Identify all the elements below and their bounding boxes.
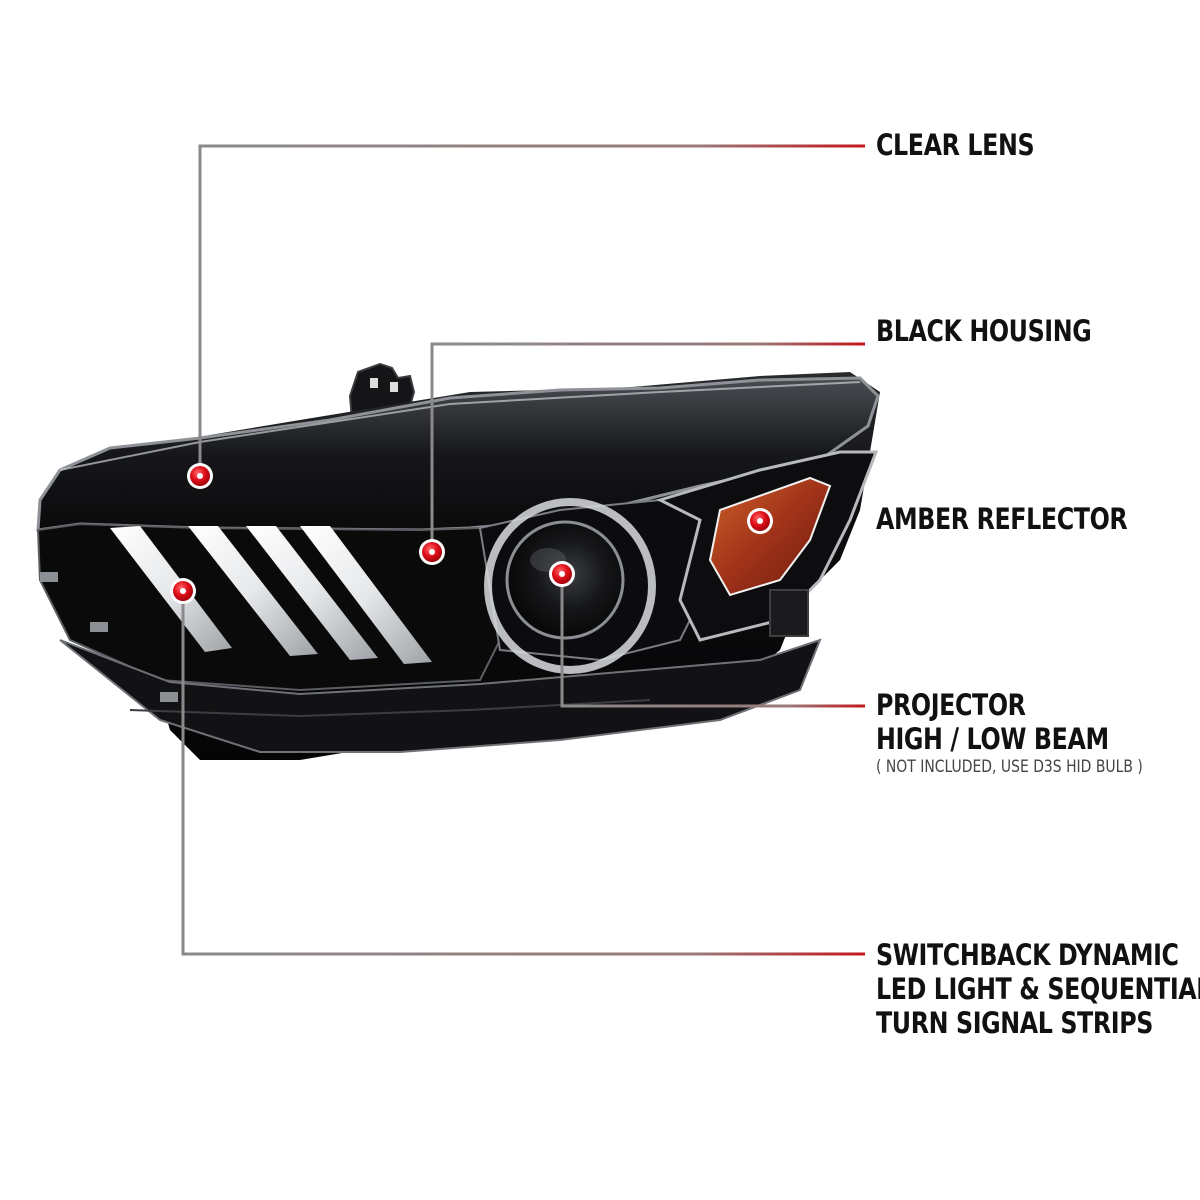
red-dot-marker-icon [747,508,773,534]
label-text: HIGH / LOW BEAM [876,722,1109,756]
connector [769,589,809,637]
leader-projector [560,574,865,708]
projector-chrome-ring [484,498,656,674]
led-strip-2 [188,526,318,656]
label-switchback: SWITCHBACK DYNAMIC LED LIGHT & SEQUENTIA… [876,938,1200,1040]
clip [40,572,58,582]
label-text: AMBER REFLECTOR [876,502,1128,536]
markers [170,463,773,604]
clip [90,622,108,632]
amber-reflector [708,476,832,597]
leader-switchback [181,591,865,956]
label-black-housing: BLACK HOUSING [876,314,1092,348]
leader-black-housing [430,342,865,552]
label-text: BLACK HOUSING [876,314,1092,348]
red-dot-marker-icon [187,463,213,489]
red-dot-marker-icon [419,539,445,565]
clip [160,692,178,702]
label-text: PROJECTOR [876,688,1026,722]
label-projector: PROJECTOR HIGH / LOW BEAM ( NOT INCLUDED… [876,688,1143,778]
label-text: TURN SIGNAL STRIPS [876,1006,1153,1040]
lower-lip [59,638,822,753]
red-dot-marker-icon [549,561,575,587]
label-text: CLEAR LENS [876,128,1035,162]
label-clear-lens: CLEAR LENS [876,128,1035,162]
label-text: LED LIGHT & SEQUENTIAL [876,972,1200,1006]
label-amber-reflector: AMBER REFLECTOR [876,502,1128,536]
red-dot-marker-icon [170,578,196,604]
label-note: ( NOT INCLUDED, USE D3S HID BULB ) [876,757,1143,777]
led-strip-3 [246,526,378,660]
leader-lines [181,144,865,956]
led-strip-4 [300,526,432,664]
label-text: SWITCHBACK DYNAMIC [876,938,1179,972]
leader-clear-lens [198,144,865,476]
